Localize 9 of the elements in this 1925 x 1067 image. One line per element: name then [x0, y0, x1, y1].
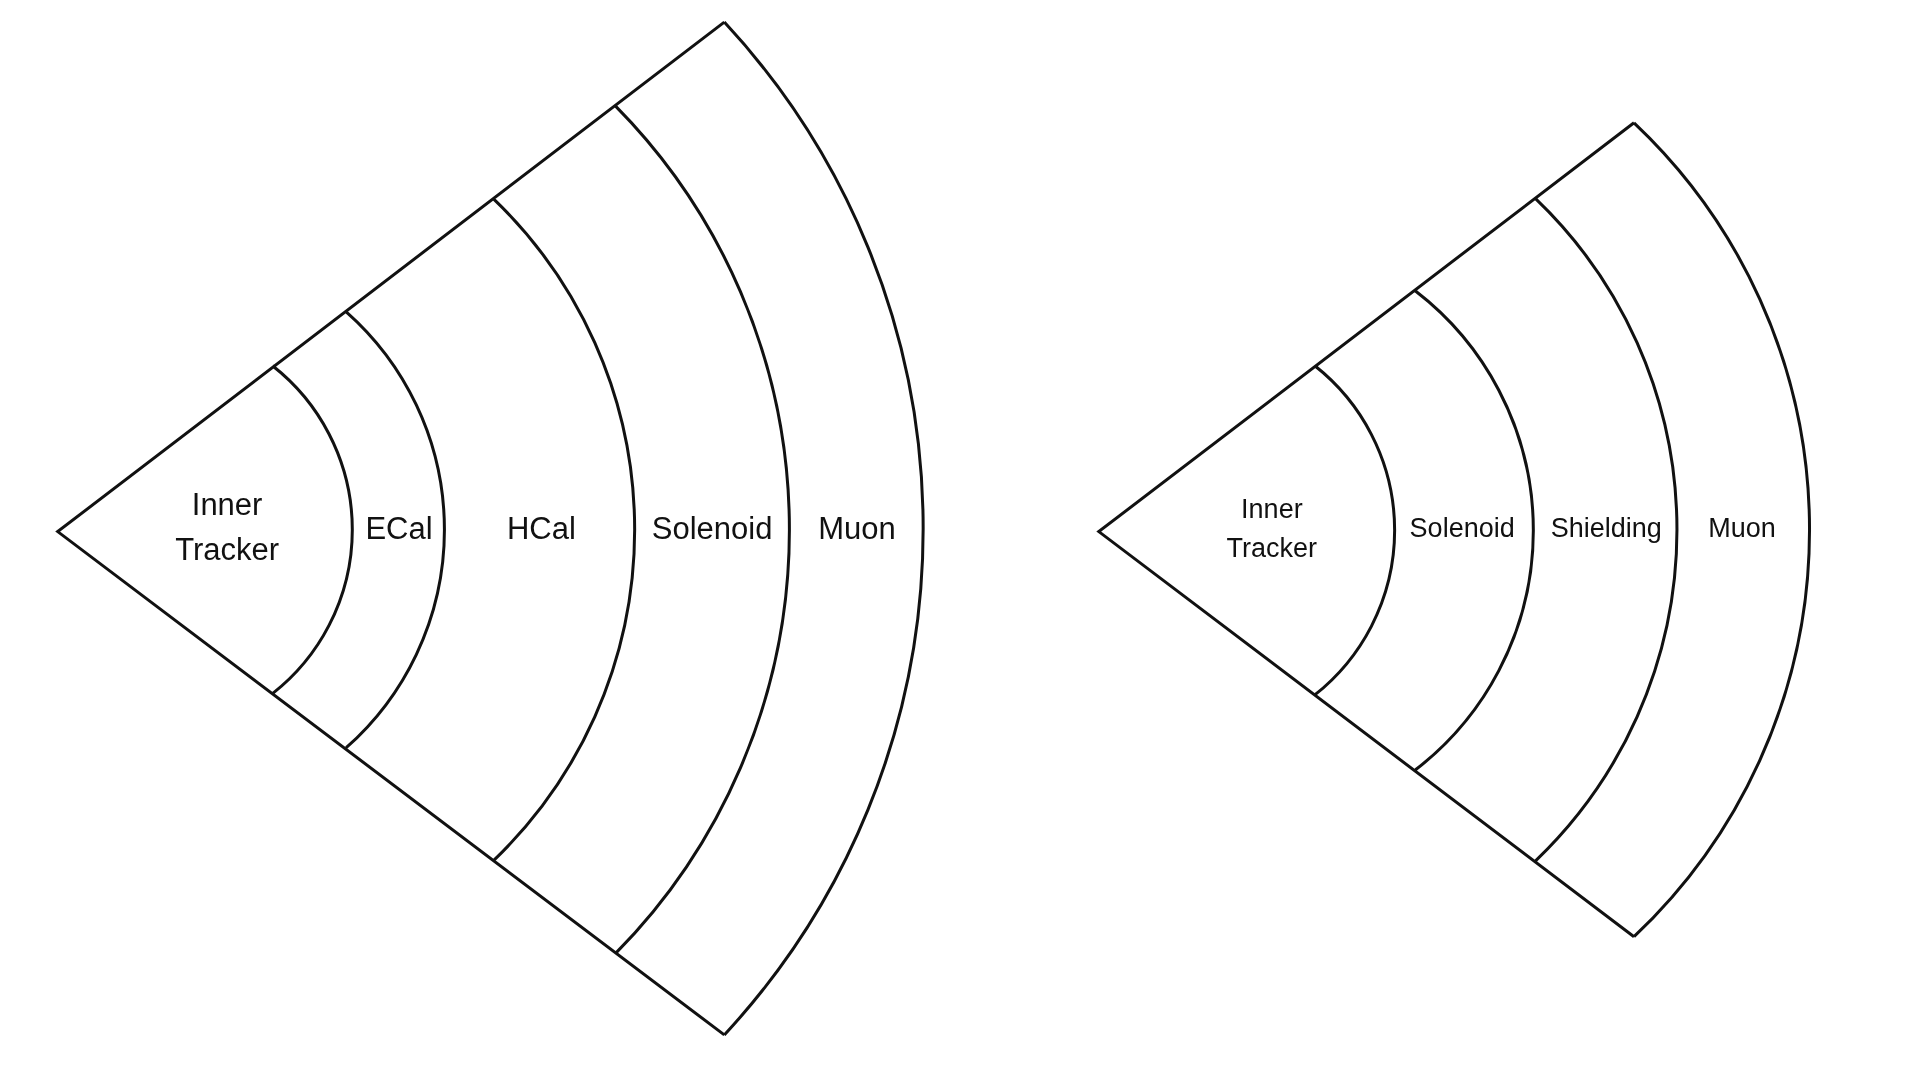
layer-label: Solenoid: [1407, 509, 1518, 549]
layer-label: Inner Tracker: [1216, 490, 1327, 569]
layer-label: HCal: [476, 506, 607, 552]
layer-label: Solenoid: [647, 506, 778, 552]
layer-label: Muon: [1687, 509, 1798, 549]
layer-label: ECal: [334, 506, 464, 552]
layer-label: Muon: [791, 506, 922, 552]
layer-label: Inner Tracker: [162, 482, 293, 573]
layer-label: Shielding: [1550, 509, 1661, 549]
